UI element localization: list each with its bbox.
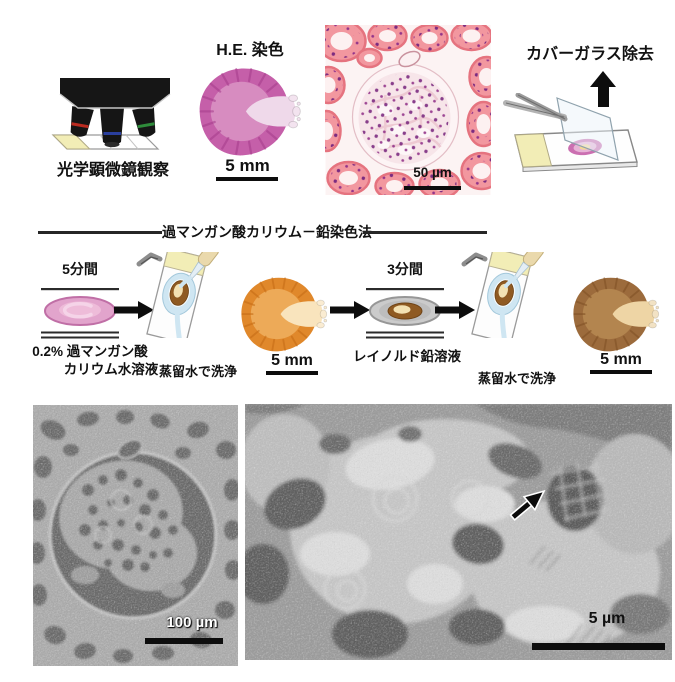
step2-duration: 3分間 [387, 261, 423, 277]
sem-low-scale-bar [145, 638, 223, 644]
coverglass-caption: カバーガラス除去 [526, 46, 654, 63]
objective-left [70, 106, 94, 137]
slide-clip [461, 252, 488, 267]
wash1-caption: 蒸留水で洗浄 [158, 364, 237, 379]
sem-high-scale-label: 5 µm [588, 610, 626, 627]
sem-low-scale-label: 100 µm [166, 614, 218, 631]
microscope-illustration [51, 78, 171, 150]
green-stripe [137, 122, 155, 129]
header-rule-left [38, 231, 162, 234]
header-rule-right [363, 231, 487, 234]
blue-stripe [103, 132, 121, 135]
kidney-pelvis [280, 301, 323, 327]
pointer-arrow-icon [509, 489, 546, 522]
kidney-inner [210, 81, 273, 142]
he-micrograph [325, 25, 491, 195]
step-arrow-icon [114, 301, 154, 319]
result1-scale-bar [266, 371, 318, 375]
step1-duration: 5分間 [62, 261, 98, 277]
coverglass [556, 97, 619, 161]
wash-step-illustration [136, 252, 220, 338]
result1-scale-label: 5 mm [271, 352, 313, 369]
stained-kidney-orange-illustration [241, 277, 328, 352]
kidney-inner [582, 288, 635, 340]
kidney-radial-lines [199, 68, 278, 155]
microscope-head [60, 78, 170, 108]
up-arrow-stem [597, 86, 609, 107]
objective-center [100, 108, 124, 148]
wash2-caption: 蒸留水で洗浄 [477, 371, 556, 386]
slide-label [51, 134, 91, 150]
washed-specimen [487, 272, 521, 338]
forceps [503, 93, 568, 122]
stained-kidney-brown-illustration [573, 277, 660, 352]
slide-clip [136, 252, 163, 267]
sem-high-mag-image [245, 404, 672, 660]
kidney-inner [250, 288, 303, 340]
kidney-fringe [316, 299, 328, 329]
vessel [398, 50, 421, 68]
lead-dish-illustration [366, 288, 444, 339]
glomerulus [351, 63, 460, 171]
he-scale-label: 5 mm [225, 156, 270, 175]
coverglass-removal-illustration [503, 93, 638, 173]
kidney-pelvis [612, 301, 655, 327]
wash-step-illustration [461, 252, 545, 338]
step1-reagent-line2: カリウム水溶液 [63, 362, 159, 377]
sem-high-scale-bar [532, 643, 665, 650]
kidney-pelvis [245, 96, 296, 127]
slide-label [514, 133, 553, 168]
up-arrow-icon [590, 71, 616, 87]
red-stripe [71, 122, 89, 129]
microscope-caption: 光学顕微鏡観察 [56, 162, 169, 179]
step2-reagent: レイノルド鉛溶液 [353, 349, 461, 364]
kidney-radial-lines [573, 277, 640, 351]
kidney-radial-lines [241, 277, 308, 351]
tubule-nuclei [325, 25, 491, 195]
sem-low-mag-image [33, 405, 238, 666]
kidney-fringe [288, 94, 301, 129]
result2-scale-label: 5 mm [600, 351, 642, 368]
he-stain-label: H.E. 染色 [216, 42, 284, 59]
washed-specimen [162, 272, 196, 338]
micrograph-scale-label: 50 µm [413, 165, 452, 180]
he-scale-bar [216, 177, 278, 181]
permanganate-dish-illustration [41, 288, 119, 339]
micrograph-scale-bar [404, 186, 461, 190]
protocol-title: 過マンガン酸カリウム－鉛染色法 [162, 224, 372, 240]
he-kidney-section-illustration [199, 68, 301, 156]
head-edge [59, 93, 171, 109]
step1-reagent-line1: 0.2% 過マンガン酸 [32, 344, 148, 359]
step-arrow-icon [435, 301, 475, 319]
tubule-lumens [325, 29, 491, 192]
water-stream [504, 276, 517, 288]
step-arrow-icon [330, 301, 370, 319]
result2-scale-bar [590, 370, 652, 374]
objective-right [132, 106, 156, 137]
water-stream [179, 276, 192, 288]
kidney-fringe [648, 299, 660, 329]
